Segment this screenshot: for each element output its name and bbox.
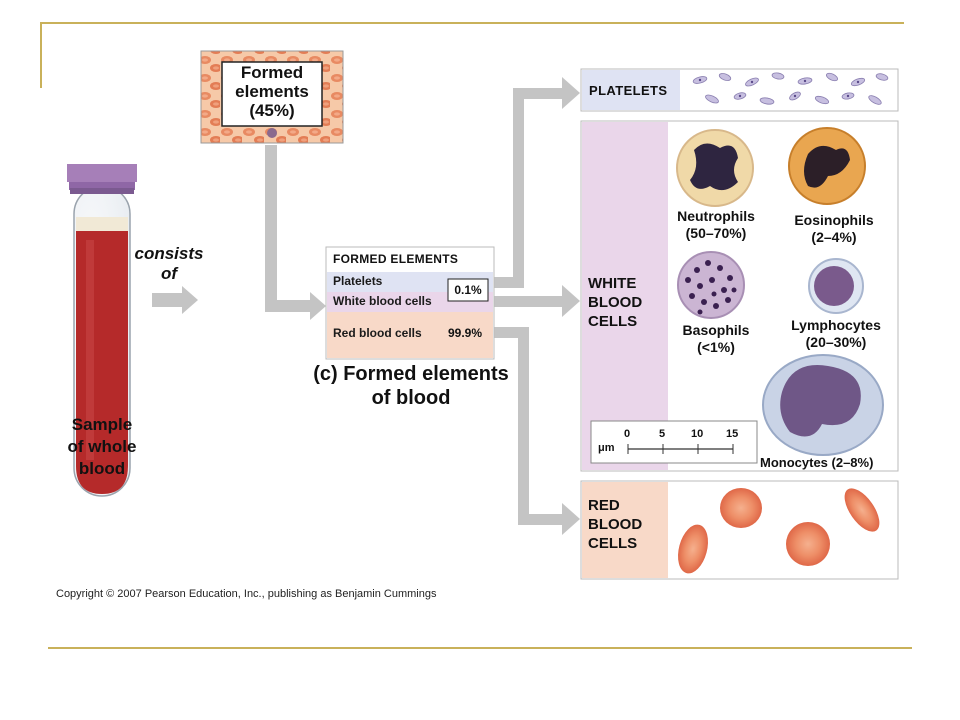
rbc-label-line2: BLOOD xyxy=(588,516,643,533)
row-label: Platelets xyxy=(333,274,383,288)
rbc-panel xyxy=(580,480,899,580)
consists-line1: consists xyxy=(134,244,204,263)
rbc-label-line1: RED xyxy=(588,497,620,514)
basophils-caption: Basophils (<1%) xyxy=(660,322,772,356)
formed-elements-label: Formed elements (45%) xyxy=(222,63,322,120)
scale-tick-10: 10 xyxy=(691,428,704,440)
eosinophils-caption: Eosinophils (2–4%) xyxy=(778,212,890,246)
caption-line2: of blood xyxy=(371,387,451,409)
arrow-platelets-head xyxy=(562,77,580,109)
connector-arrows xyxy=(152,77,580,535)
caption-line1: (c) Formed elements xyxy=(313,363,509,385)
rbc-cell xyxy=(720,488,762,528)
formed-elements-box xyxy=(200,50,344,144)
table-rbc-value: 99.9% xyxy=(448,326,483,340)
table-header: FORMED ELEMENTS xyxy=(333,252,459,266)
wbc-panel xyxy=(580,120,899,472)
neutrophils-caption: Neutrophils (50–70%) xyxy=(660,208,772,242)
arrow-to-platelets-stem xyxy=(494,277,524,288)
basophils-pct: (<1%) xyxy=(697,339,735,355)
wbc-label-line3: CELLS xyxy=(588,313,638,330)
formed-elements-table-bg xyxy=(325,246,495,360)
consists-of-label: consists of xyxy=(124,244,214,284)
formed-elements-line1: Formed xyxy=(240,63,304,82)
rbc-label: RED BLOOD CELLS xyxy=(588,496,642,553)
formed-elements-line2: elements xyxy=(235,82,309,101)
tube-caption-line2: of whole xyxy=(67,437,137,456)
rbc-label-line3: CELLS xyxy=(588,535,638,552)
basophils-name: Basophils xyxy=(682,322,750,338)
monocytes-caption: Monocytes (2–8%) xyxy=(760,455,874,470)
formed-elements-table: FORMED ELEMENTS Platelets White blood ce… xyxy=(326,247,494,359)
bottom-rule xyxy=(48,647,912,649)
formed-elements-line3: (45%) xyxy=(249,101,295,120)
neutrophils-name: Neutrophils xyxy=(677,208,755,224)
lymphocytes-name: Lymphocytes xyxy=(791,317,881,333)
scale-tick-5: 5 xyxy=(659,428,666,440)
lymphocytes-caption: Lymphocytes (20–30%) xyxy=(780,317,892,351)
wbc-label: WHITE BLOOD CELLS xyxy=(588,274,642,331)
tube-caption-line3: blood xyxy=(78,459,126,478)
row-label: White blood cells xyxy=(333,294,432,308)
scale-unit: μm xyxy=(598,442,615,454)
copyright-notice: Copyright © 2007 Pearson Education, Inc.… xyxy=(56,588,437,600)
arrow-formed-down xyxy=(265,145,277,310)
rbc-cell xyxy=(678,524,708,574)
figure-caption: (c) Formed elements of blood xyxy=(296,362,526,410)
arrow-to-wbc-stem xyxy=(494,296,562,307)
arrow-to-rbc-stem xyxy=(494,327,524,338)
left-rule xyxy=(40,22,42,88)
table-row-rbc: Red blood cells xyxy=(333,326,422,340)
rbc-cell xyxy=(786,522,830,566)
blood-tube xyxy=(67,164,137,497)
consists-line2: of xyxy=(160,264,178,283)
platelets-label: PLATELETS xyxy=(589,83,668,98)
top-rule xyxy=(40,22,904,24)
wbc-label-line2: BLOOD xyxy=(588,294,643,311)
arrow-wbc-head xyxy=(562,285,580,317)
platelets-panel xyxy=(580,68,899,112)
lymphocytes-pct: (20–30%) xyxy=(805,334,867,350)
eosinophils-name: Eosinophils xyxy=(794,212,874,228)
scale-tick-0: 0 xyxy=(624,428,631,440)
table-row-wbc: White blood cells xyxy=(333,294,432,308)
eosinophils-pct: (2–4%) xyxy=(811,229,857,245)
arrow-consists xyxy=(152,286,198,314)
table-row-platelets: Platelets xyxy=(333,274,382,288)
row-label: Red blood cells xyxy=(333,326,422,340)
basophil-cell xyxy=(677,251,745,319)
scale-tick-15: 15 xyxy=(726,428,739,440)
scale-bar-box xyxy=(590,420,758,464)
rbc-cell xyxy=(844,488,880,532)
wbc-label-line1: WHITE xyxy=(588,275,637,292)
table-bracket-value: 0.1% xyxy=(454,283,482,297)
arrow-rbc-head xyxy=(562,503,580,535)
whole-blood-caption: Sample of whole blood xyxy=(40,414,164,480)
neutrophils-pct: (50–70%) xyxy=(685,225,747,241)
tube-caption-line1: Sample xyxy=(71,415,133,434)
